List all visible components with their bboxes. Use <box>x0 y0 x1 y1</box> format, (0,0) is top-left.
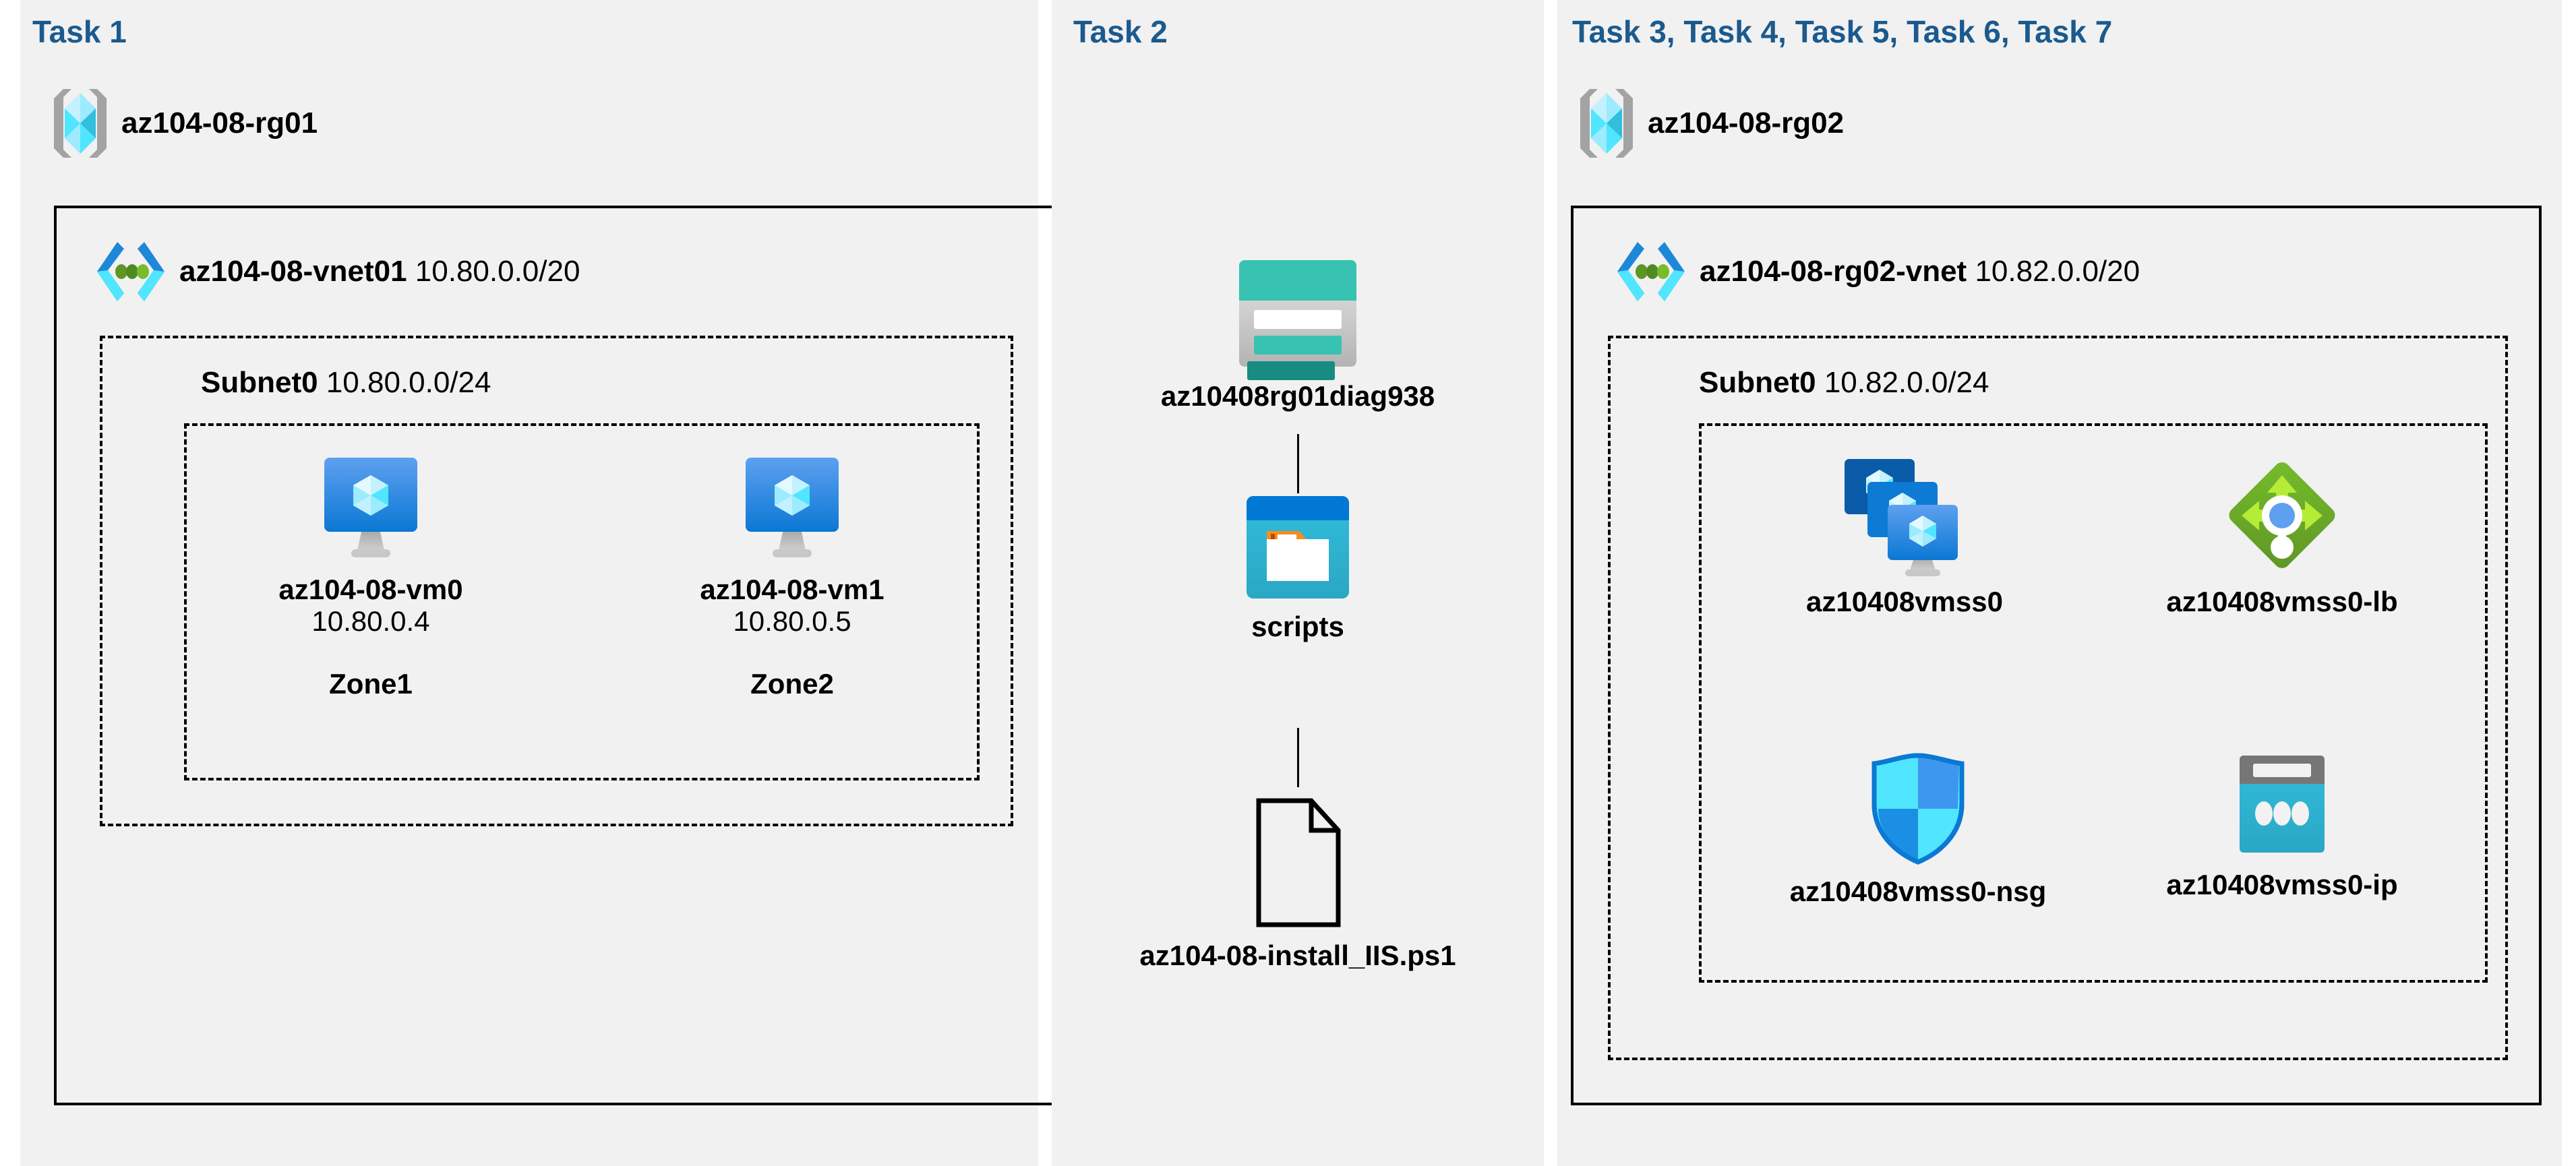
vm-scale-set-icon <box>1840 455 1969 576</box>
task2-storage-account-node[interactable]: az10408rg01diag938 <box>1160 256 1436 412</box>
virtual-machine-icon <box>743 455 841 564</box>
task3-title: Task 3, Task 4, Task 5, Task 6, Task 7 <box>1572 14 2113 49</box>
task3-loadbalancer-name: az10408vmss0-lb <box>2166 586 2398 617</box>
storage-account-icon <box>1234 256 1362 371</box>
virtual-network-icon <box>1615 239 1687 304</box>
task1-vm1-zone: Zone2 <box>750 668 834 700</box>
resource-group-icon <box>1578 86 1636 160</box>
task1-vm0-zone: Zone1 <box>329 668 413 700</box>
task3-resource-group-label: az104-08-rg02 <box>1648 106 1845 140</box>
task1-subnet-box <box>100 336 1013 826</box>
task3-resources-box <box>1699 423 2488 983</box>
task1-column-panel <box>20 0 1038 1166</box>
virtual-network-icon <box>94 239 167 304</box>
task3-column-panel <box>1557 0 2562 1166</box>
blob-container-icon <box>1244 493 1352 601</box>
task3-subnet-box <box>1608 336 2508 1060</box>
task1-vnet-row: az104-08-vnet01 10.80.0.0/20 <box>94 239 580 304</box>
task2-container-name: scripts <box>1251 611 1344 642</box>
task1-resource-group-row: az104-08-rg01 <box>51 86 318 160</box>
task2-file-name: az104-08-install_IIS.ps1 <box>1139 940 1456 971</box>
task1-vm0-node[interactable]: az104-08-vm0 10.80.0.4 Zone1 <box>270 455 472 700</box>
task3-loadbalancer-node[interactable]: az10408vmss0-lb <box>2120 455 2444 617</box>
task1-vm0-name: az104-08-vm0 <box>278 574 463 605</box>
task1-subnet-label: Subnet0 10.80.0.0/24 <box>201 366 491 399</box>
task2-title: Task 2 <box>1073 14 1168 49</box>
task1-title: Task 1 <box>32 14 127 49</box>
resource-group-icon <box>51 86 109 160</box>
task1-vnet-label: az104-08-vnet01 10.80.0.0/20 <box>179 255 580 288</box>
task3-vnet-label: az104-08-rg02-vnet 10.82.0.0/20 <box>1700 255 2140 288</box>
task3-publicip-name: az10408vmss0-ip <box>2166 869 2398 900</box>
task3-vnet-box <box>1571 206 2542 1105</box>
task2-container-node[interactable]: scripts <box>1187 493 1409 642</box>
network-security-group-icon <box>1867 751 1969 866</box>
task1-vm1-node[interactable]: az104-08-vm1 10.80.0.5 Zone2 <box>691 455 893 700</box>
task2-file-node[interactable]: az104-08-install_IIS.ps1 <box>1106 795 1490 971</box>
task3-vmss-node[interactable]: az10408vmss0 <box>1760 455 2049 617</box>
public-ip-address-icon <box>2231 751 2333 859</box>
storage-account-icon-stripe <box>1247 361 1335 380</box>
virtual-machine-icon <box>322 455 420 564</box>
task2-connector-storage-to-container <box>1297 434 1299 493</box>
task3-nsg-name: az10408vmss0-nsg <box>1789 876 2047 907</box>
task3-nsg-node[interactable]: az10408vmss0-nsg <box>1749 751 2087 907</box>
task1-zone-group-box <box>184 423 980 780</box>
task2-storage-account-name: az10408rg01diag938 <box>1160 380 1435 412</box>
task3-vnet-row: az104-08-rg02-vnet 10.82.0.0/20 <box>1615 239 2140 304</box>
load-balancer-icon <box>2221 455 2343 576</box>
document-file-icon <box>1253 795 1342 930</box>
task1-vm1-name: az104-08-vm1 <box>700 574 885 605</box>
task3-resource-group-row: az104-08-rg02 <box>1578 86 1844 160</box>
task1-vm0-ip: 10.80.0.4 <box>311 605 430 638</box>
task3-vmss-name: az10408vmss0 <box>1806 586 2003 617</box>
task3-publicip-node[interactable]: az10408vmss0-ip <box>2134 751 2430 900</box>
task1-vm1-ip: 10.80.0.5 <box>733 605 851 638</box>
task2-connector-container-to-file <box>1297 728 1299 787</box>
task1-resource-group-label: az104-08-rg01 <box>121 106 318 140</box>
task3-subnet-label: Subnet0 10.82.0.0/24 <box>1699 366 1989 399</box>
